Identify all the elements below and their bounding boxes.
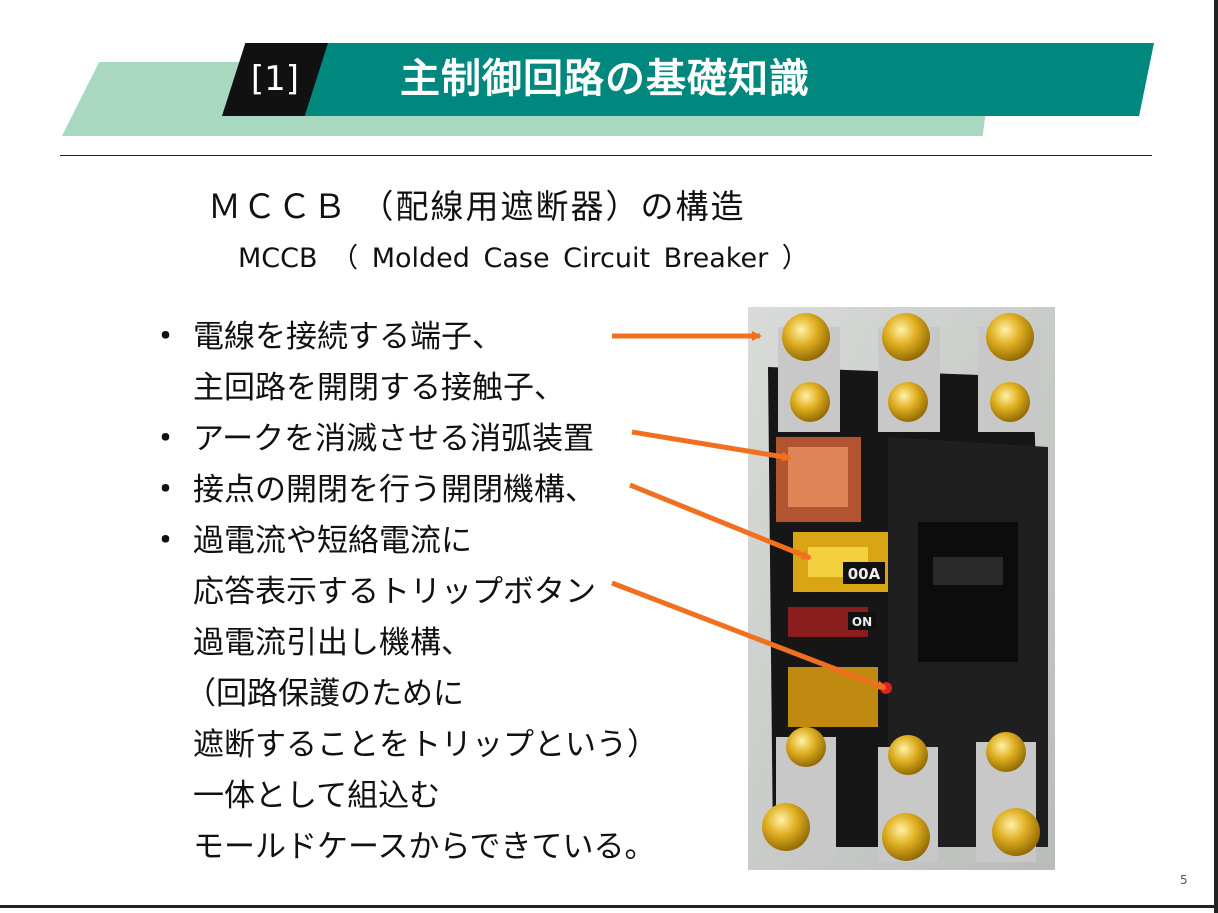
list-item-text: 一体として組込む bbox=[193, 778, 441, 814]
list-item: （回路保護のために bbox=[150, 669, 650, 720]
on-label: ON bbox=[852, 615, 872, 629]
arrow-mechanism bbox=[629, 482, 812, 561]
mccb-photo: 00A ON bbox=[748, 307, 1055, 870]
right-border bbox=[1214, 0, 1218, 913]
list-item: 応答表示するトリップボタン bbox=[150, 567, 650, 618]
header-banner-dark bbox=[222, 43, 1154, 116]
list-item: 一体として組込む bbox=[150, 771, 650, 822]
list-item: ・ 過電流や短絡電流に bbox=[150, 516, 650, 567]
bullet: ・ bbox=[150, 472, 181, 508]
section-heading: ＭＣＣＢ （配線用遮断器）の構造 bbox=[208, 187, 746, 226]
list-item-text: モールドケースからできている。 bbox=[193, 829, 656, 865]
header-divider bbox=[60, 155, 1152, 156]
list-item: ・ アークを消滅させる消弧装置 bbox=[150, 414, 650, 465]
arrow-arc-chute bbox=[631, 429, 792, 462]
bullet: ・ bbox=[150, 421, 181, 457]
list-item: 過電流引出し機構、 bbox=[150, 618, 650, 669]
structure-list: ・ 電線を接続する端子、 主回路を開閉する接触子、 ・ アークを消滅させる消弧装… bbox=[150, 312, 658, 873]
page-title: 主制御回路の基礎知識 bbox=[400, 56, 810, 102]
list-item: ・ 電線を接続する端子、 bbox=[150, 312, 650, 363]
bullet: ・ bbox=[150, 319, 181, 355]
section-subheading: MCCB （ Molded Case Circuit Breaker ） bbox=[238, 243, 809, 274]
list-item-text: 主回路を開閉する接触子、 bbox=[193, 370, 565, 406]
mccb-illustration: 00A ON bbox=[748, 307, 1055, 870]
arrow-trip-button bbox=[611, 580, 887, 691]
page-number: 5 bbox=[1180, 873, 1188, 887]
list-item: ・ 接点の開閉を行う開閉機構、 bbox=[150, 465, 650, 516]
rating-label: 00A bbox=[848, 565, 881, 583]
bullet: ・ bbox=[150, 523, 181, 559]
list-item-text: アークを消滅させる消弧装置 bbox=[193, 421, 595, 457]
list-item-text: 電線を接続する端子、 bbox=[193, 319, 503, 355]
list-item-text: 過電流や短絡電流に bbox=[193, 523, 472, 559]
list-item: 遮断することをトリップという） bbox=[150, 720, 658, 771]
list-item-text: 接点の開閉を行う開閉機構、 bbox=[193, 472, 596, 508]
list-item: 主回路を開閉する接触子、 bbox=[150, 363, 650, 414]
list-item-text: 遮断することをトリップという） bbox=[193, 727, 658, 763]
bottom-border bbox=[0, 905, 1218, 908]
list-item-text: 過電流引出し機構、 bbox=[193, 625, 472, 661]
list-item-text: （回路保護のために bbox=[185, 676, 464, 712]
list-item: モールドケースからできている。 bbox=[150, 822, 656, 873]
list-item-text: 応答表示するトリップボタン bbox=[193, 574, 596, 610]
